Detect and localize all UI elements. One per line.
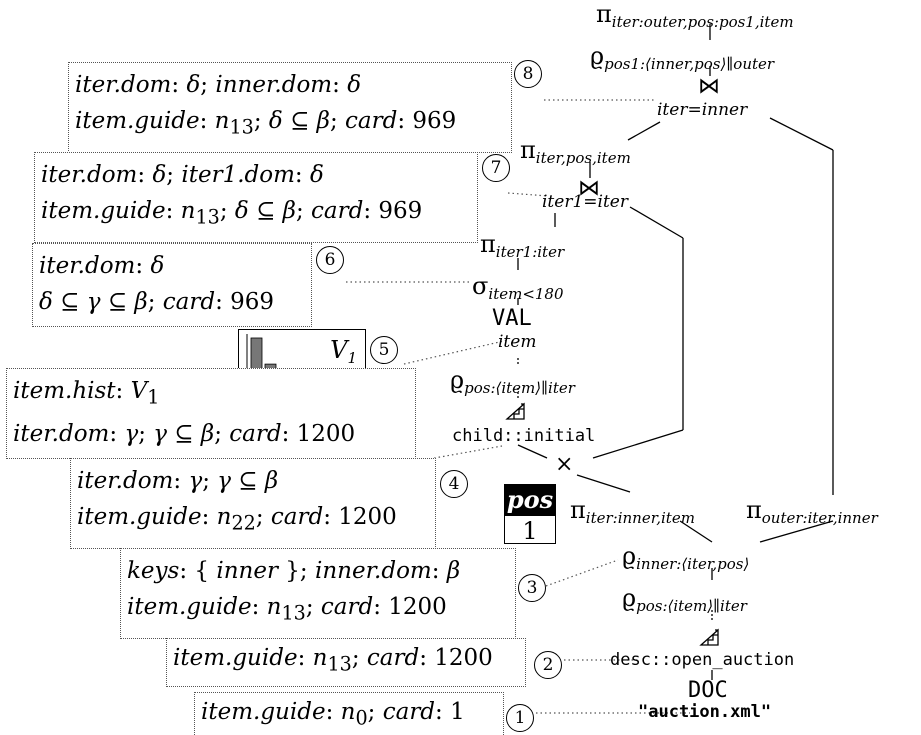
projection-inner-item: πiter:inner,item bbox=[570, 496, 695, 527]
annotation-number-8: 8 bbox=[514, 60, 542, 88]
annotation-line: item.guide: n22; card: 1200 bbox=[77, 504, 397, 535]
rank-item: ϱpos:⟨item⟩∥iter bbox=[450, 366, 575, 397]
rank-pos: ϱpos:⟨item⟩∥iter bbox=[622, 584, 747, 615]
pos-table-header: pos bbox=[505, 485, 555, 515]
join-mid-symbol: ⋈ bbox=[578, 176, 600, 201]
edge bbox=[517, 444, 548, 459]
annotation-number-7: 7 bbox=[482, 154, 510, 182]
selection: σitem<180 bbox=[472, 272, 564, 303]
annotation-connector bbox=[411, 445, 503, 463]
annotation-line: item.guide: n13; card: 1200 bbox=[127, 594, 447, 625]
annotation-number-4: 4 bbox=[440, 470, 468, 498]
annotation-connector bbox=[545, 559, 619, 587]
annotation-number-2: 2 bbox=[534, 651, 562, 679]
join-mid-condition: iter1=iter bbox=[542, 192, 628, 212]
annotation-line: iter.dom: δ bbox=[39, 253, 165, 279]
step-desc-open-auction: desc::open_auction bbox=[610, 650, 795, 670]
cross-product: × bbox=[555, 452, 574, 477]
annotation-3: keys: { inner }; inner.dom: β item.guide… bbox=[120, 548, 516, 639]
annotation-7: iter.dom: δ; iter1.dom: δ item.guide: n1… bbox=[34, 152, 478, 243]
annotation-number-1: 1 bbox=[506, 704, 534, 732]
edge bbox=[769, 117, 834, 151]
annotation-line: item.guide: n13; δ ⊆ β; card: 969 bbox=[41, 198, 423, 229]
annotation-line: keys: { inner }; inner.dom: β bbox=[127, 558, 461, 584]
doc-argument: "auction.xml" bbox=[638, 702, 772, 722]
annotation-connector bbox=[403, 339, 509, 365]
annotation-6: iter.dom: δ δ ⊆ γ ⊆ β; card: 969 bbox=[32, 243, 312, 327]
annotation-4: iter.dom: γ; γ ⊆ β item.guide: n22; card… bbox=[70, 458, 436, 549]
edge bbox=[629, 206, 684, 239]
annotation-8: iter.dom: δ; inner.dom: δ item.guide: n1… bbox=[68, 62, 512, 153]
annotation-line: δ ⊆ γ ⊆ β; card: 969 bbox=[39, 289, 275, 315]
annotation-line: iter.dom: γ; γ ⊆ β; card: 1200 bbox=[13, 420, 356, 447]
val-operator: VAL bbox=[492, 306, 532, 331]
pos-literal-table: pos 1 bbox=[504, 484, 556, 546]
doc-operator: DOC bbox=[688, 678, 728, 703]
edge bbox=[592, 429, 684, 459]
projection-outer-inner: πouter:iter,inner bbox=[746, 496, 878, 527]
projection-top: πiter:outer,pos:pos1,item bbox=[596, 0, 794, 31]
step-child-initial: child::initial bbox=[452, 426, 596, 446]
annotation-number-5: 5 bbox=[370, 336, 398, 364]
annotation-line: item.guide: n13; card: 1200 bbox=[173, 645, 493, 676]
step-icon bbox=[699, 628, 719, 646]
rank-inner: ϱinner:⟨iter,pos⟩ bbox=[622, 542, 750, 573]
annotation-line: iter.dom: γ; γ ⊆ β bbox=[77, 468, 279, 494]
annotation-line: iter.dom: δ; iter1.dom: δ bbox=[41, 162, 324, 188]
projection-iter-pos-item: πiter,pos,item bbox=[520, 136, 631, 167]
edge bbox=[576, 474, 631, 493]
annotation-line: item.guide: n0; card: 1 bbox=[201, 699, 465, 730]
annotation-line: iter.dom: δ; inner.dom: δ bbox=[75, 72, 362, 98]
annotation-number-6: 6 bbox=[316, 246, 344, 274]
annotation-5: item.hist: V1 iter.dom: γ; γ ⊆ β; card: … bbox=[6, 368, 416, 459]
projection-iter1: πiter1:iter bbox=[480, 230, 565, 261]
rank-top: ϱpos1:⟨inner,pos⟩∥outer bbox=[590, 42, 775, 73]
histogram-label: V1 bbox=[330, 336, 357, 367]
annotation-1: item.guide: n0; card: 1 bbox=[194, 692, 504, 735]
annotation-line: item.guide: n13; δ ⊆ β; card: 969 bbox=[75, 108, 457, 139]
join-top-symbol: ⋈ bbox=[698, 74, 720, 99]
join-top-condition: iter=inner bbox=[657, 100, 748, 120]
annotation-number-3: 3 bbox=[518, 574, 546, 602]
step-icon bbox=[505, 402, 525, 420]
annotation-2: item.guide: n13; card: 1200 bbox=[166, 638, 526, 687]
edge bbox=[759, 520, 834, 543]
edge bbox=[627, 121, 661, 141]
edge bbox=[679, 520, 713, 543]
val-item-label: item bbox=[498, 332, 537, 352]
annotation-line: item.hist: V1 bbox=[13, 378, 160, 409]
pos-table-value: 1 bbox=[505, 515, 555, 546]
